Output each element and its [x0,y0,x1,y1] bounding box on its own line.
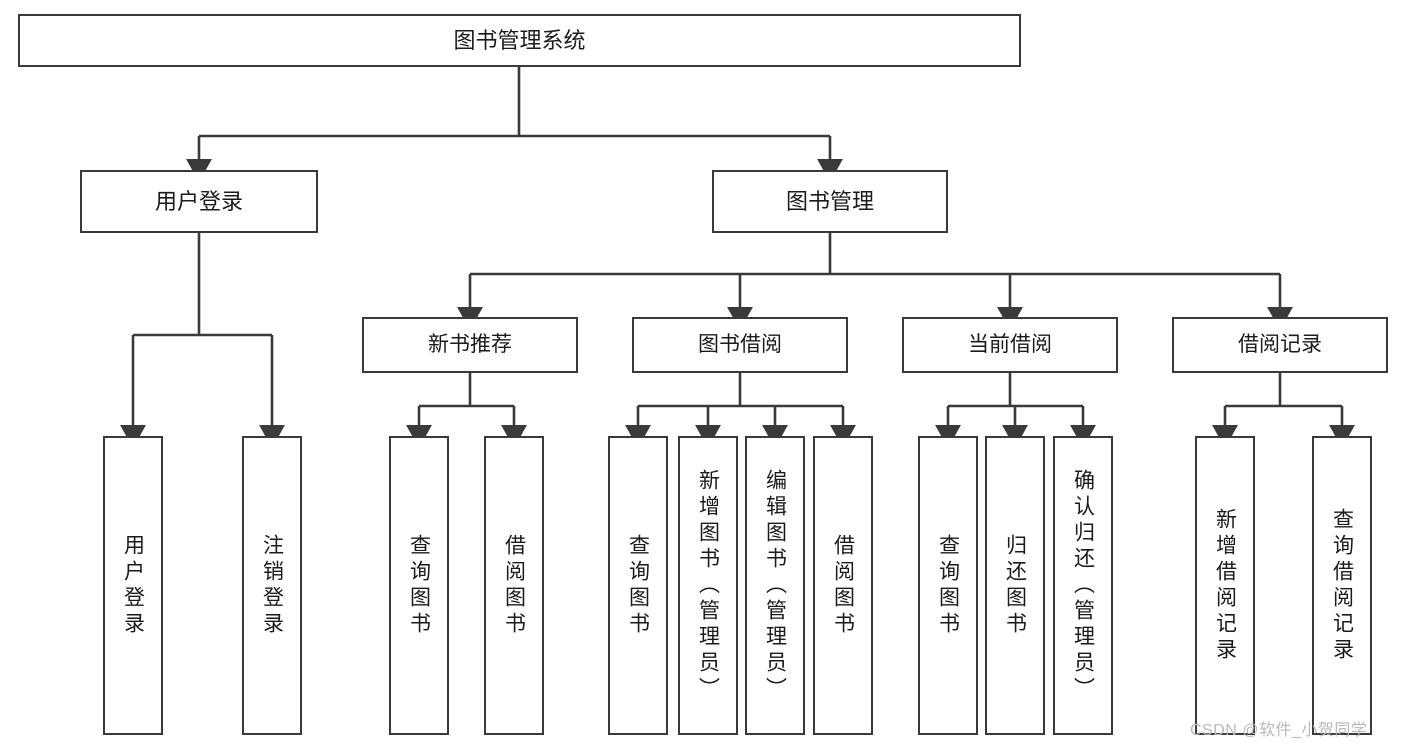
node-borrow-record[interactable]: 借阅记录 [1172,317,1388,373]
node-book-management[interactable]: 图书管理 [712,170,948,233]
node-leaf-logout[interactable]: 注销登录 [242,436,302,735]
node-leaf-user-login[interactable]: 用户登录 [103,436,163,735]
node-leaf-edit-book-admin-label: 编辑图书（管理员） [763,468,787,703]
node-leaf-user-login-label: 用户登录 [121,533,145,638]
node-leaf-query-book-borrow[interactable]: 查询图书 [608,436,668,735]
node-leaf-add-borrow-record[interactable]: 新增借阅记录 [1195,436,1255,735]
node-leaf-confirm-return-admin-label: 确认归还（管理员） [1071,468,1095,703]
node-root-label: 图书管理系统 [453,27,586,53]
node-new-book-recommend-label: 新书推荐 [428,332,512,356]
node-leaf-return-book[interactable]: 归还图书 [985,436,1045,735]
node-leaf-return-book-label: 归还图书 [1003,533,1027,638]
node-leaf-query-book-current-label: 查询图书 [936,533,960,638]
node-borrow-record-label: 借阅记录 [1238,332,1322,356]
node-leaf-confirm-return-admin[interactable]: 确认归还（管理员） [1053,436,1113,735]
node-user-login-label: 用户登录 [154,188,243,214]
node-leaf-logout-label: 注销登录 [260,533,284,638]
node-leaf-borrow-book-recommend-label: 借阅图书 [502,533,526,638]
node-leaf-borrow-book[interactable]: 借阅图书 [813,436,873,735]
node-new-book-recommend[interactable]: 新书推荐 [362,317,578,373]
node-leaf-query-book-borrow-label: 查询图书 [626,533,650,638]
node-leaf-query-book-current[interactable]: 查询图书 [918,436,978,735]
node-leaf-add-borrow-record-label: 新增借阅记录 [1213,507,1237,664]
node-leaf-query-borrow-record[interactable]: 查询借阅记录 [1312,436,1372,735]
node-user-login[interactable]: 用户登录 [80,170,318,233]
node-root[interactable]: 图书管理系统 [18,14,1021,67]
node-leaf-edit-book-admin[interactable]: 编辑图书（管理员） [745,436,805,735]
node-current-borrow[interactable]: 当前借阅 [902,317,1118,373]
node-leaf-query-book-recommend[interactable]: 查询图书 [389,436,449,735]
node-current-borrow-label: 当前借阅 [968,332,1052,356]
node-book-management-label: 图书管理 [785,188,874,214]
node-book-borrow-label: 图书借阅 [698,332,782,356]
node-leaf-add-book-admin-label: 新增图书（管理员） [696,468,720,703]
node-leaf-query-borrow-record-label: 查询借阅记录 [1330,507,1354,664]
node-leaf-borrow-book-recommend[interactable]: 借阅图书 [484,436,544,735]
node-leaf-borrow-book-label: 借阅图书 [831,533,855,638]
node-leaf-query-book-recommend-label: 查询图书 [407,533,431,638]
node-book-borrow[interactable]: 图书借阅 [632,317,848,373]
node-leaf-add-book-admin[interactable]: 新增图书（管理员） [678,436,738,735]
watermark: CSDN @软件_小贺同学 [1190,722,1368,739]
